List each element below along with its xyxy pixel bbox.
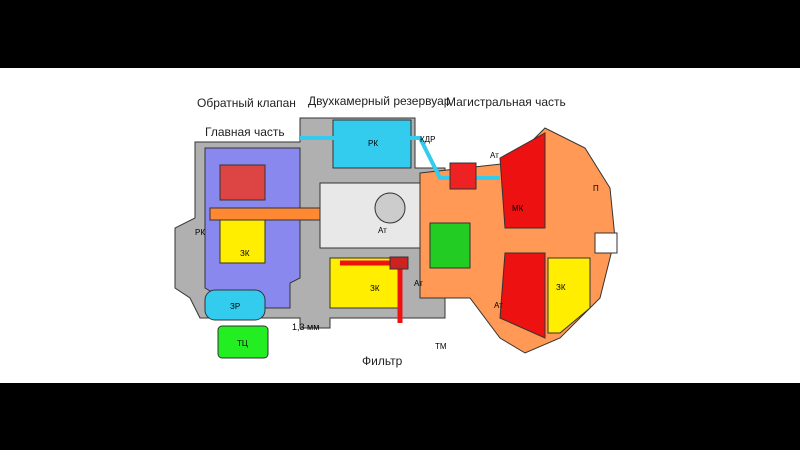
chamber-zk-right: [547, 257, 591, 334]
label-dual-reservoir: Двухкамерный резервуар: [308, 94, 451, 108]
chamber-mk-lower: [499, 252, 546, 339]
letterbox-bottom: [0, 383, 800, 450]
label-main-part: Главная часть: [205, 125, 285, 139]
label-at-3: Ат: [414, 279, 423, 288]
label-check-valve: Обратный клапан: [197, 96, 296, 110]
label-at-2: Ат: [378, 226, 387, 235]
diagram-canvas: РК РК ЗК ЗК ЗК ЗР ТЦ КДР Ат Ат Ат Ат МК …: [0, 68, 800, 383]
label-at-1: Ат: [490, 151, 499, 160]
label-orifice: 1,3 мм: [292, 322, 319, 332]
label-zk-main: ЗК: [240, 249, 250, 258]
label-main-line-part: Магистральная часть: [446, 95, 566, 109]
label-at-4: Ат: [494, 301, 503, 310]
chamber-mk: [499, 132, 546, 229]
element-p: [594, 232, 618, 254]
label-p: П: [593, 184, 599, 193]
letterbox-top: [0, 0, 800, 68]
center-valve-block: [319, 182, 421, 249]
reservoir-rk: [332, 119, 412, 169]
reservoir-zr: [204, 289, 266, 321]
brake-valve-diagram: РК РК ЗК ЗК ЗК ЗР ТЦ КДР Ат Ат Ат Ат МК …: [174, 117, 618, 359]
center-valve-disc: [374, 192, 406, 224]
label-tc: ТЦ: [237, 339, 248, 348]
brake-cylinder-tc: [217, 325, 269, 359]
label-kdr: КДР: [420, 135, 435, 144]
label-rk-left: РК: [195, 228, 205, 237]
label-filter: Фильтр: [362, 354, 403, 368]
kdr-valve: [449, 162, 477, 190]
main-chamber-upper: [219, 164, 266, 201]
label-rk-reservoir: РК: [368, 139, 378, 148]
label-tm: ТМ: [435, 342, 447, 351]
chamber-zk-lower: [329, 257, 401, 309]
label-zk-lower: ЗК: [370, 284, 380, 293]
label-mk: МК: [512, 204, 524, 213]
label-zk-right: ЗК: [556, 283, 566, 292]
green-valve: [429, 222, 471, 269]
label-zr: ЗР: [230, 302, 240, 311]
filter: [389, 256, 409, 270]
